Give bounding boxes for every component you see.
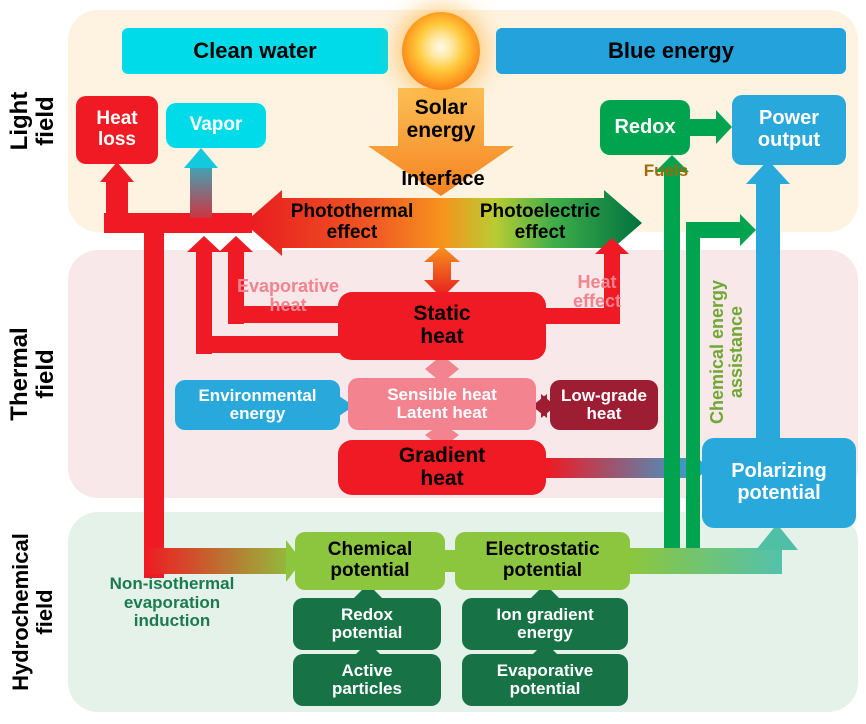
fuels-label: Fuels (643, 160, 689, 180)
ion-gradient-energy-box: Ion gradient energy (462, 598, 628, 650)
blue-energy-box: Blue energy (496, 28, 846, 74)
assistance-line-b-vertical (686, 222, 700, 548)
redox-power-arrow-shaft (690, 119, 718, 136)
bar-static-arrow-down (424, 280, 460, 298)
evaporative-heat-arrow2-horizontal (196, 336, 342, 353)
evaporative-potential-box: Evaporative potential (462, 654, 628, 706)
solar-energy-label: Solar energy (406, 96, 476, 142)
non-isothermal-line-horizontal (144, 548, 288, 574)
photothermal-effect-label: Photothermal effect (290, 201, 414, 243)
interface-effect-bar (244, 190, 642, 256)
static-sensible-arrow-up (425, 355, 459, 369)
chem-electro-connector (443, 550, 457, 572)
heat-effect-label: Heat effect (572, 271, 621, 311)
assistance-line-b-horizontal (686, 222, 742, 238)
evaporative-heat-arrow1-head (219, 236, 253, 252)
redoxpot-chem-arrow (352, 584, 384, 600)
redox-potential-box: Redox potential (293, 598, 441, 650)
electrostatic-potential-box: Electrostatic potential (455, 532, 630, 590)
env-sensible-arrow-head (336, 394, 354, 418)
gradient-polarizing-arrow-shaft (546, 458, 690, 478)
electro-polarizing-band (630, 548, 782, 574)
photoelectric-effect-label: Photoelectric effect (479, 201, 601, 243)
heat-loss-arrow-head (100, 162, 134, 182)
light-field-label: Light field (6, 91, 59, 151)
assistance-line-a (664, 168, 680, 548)
thermal-field-label: Thermal field (6, 327, 59, 421)
redox-box: Redox (600, 100, 690, 155)
red-bus-horizontal (104, 213, 252, 233)
heat-effect-arrow-horizontal (546, 308, 620, 324)
heat-effect-arrow-vertical (604, 252, 620, 324)
non-isothermal-label: Non-isothermal evaporation induction (109, 574, 235, 631)
active-particles-box: Active particles (293, 654, 441, 706)
non-isothermal-arrow-head (286, 540, 302, 582)
evaporative-heat-label: Evaporative heat (236, 275, 340, 315)
bar-static-arrow-up (424, 246, 460, 262)
solar-energy-arrow (368, 88, 514, 196)
heat-loss-box: Heat loss (76, 96, 158, 164)
hydrochemical-field-label: Hydrochemical field (8, 533, 57, 691)
sensible-latent-heat-box: Sensible heat Latent heat (348, 378, 536, 430)
bar-static-arrow-shaft (433, 258, 451, 286)
polarizing-power-arrow-shaft (756, 180, 780, 442)
lowgrade-sensible-arrow-right (541, 394, 556, 418)
static-sensible-arrow-down (425, 369, 459, 383)
evaporative-heat-arrow2-head (187, 236, 221, 252)
assistance-line-b-head (740, 214, 756, 246)
low-grade-heat-box: Low-grade heat (550, 380, 658, 430)
sun-icon (402, 12, 480, 90)
heat-loss-arrow-shaft (106, 178, 128, 218)
evaporative-heat-arrow1-horizontal (228, 306, 342, 323)
static-heat-box: Static heat (338, 292, 546, 360)
assistance-line-a-head (655, 155, 689, 172)
chemical-energy-assistance-label: Chemical energy assistance (706, 279, 746, 425)
vapor-arrow-shaft (190, 166, 212, 218)
electro-polarizing-head (756, 524, 798, 550)
vapor-arrow-head (184, 148, 218, 168)
environmental-energy-box: Environmental energy (175, 380, 340, 430)
iongrad-electro-arrow (529, 584, 561, 600)
heat-effect-arrow-head (595, 238, 629, 254)
gradient-heat-box: Gradient heat (338, 440, 546, 495)
non-isothermal-line-vertical (144, 226, 164, 578)
vapor-box: Vapor (166, 103, 266, 148)
chemical-potential-box: Chemical potential (295, 532, 445, 590)
evaporative-heat-arrow2-vertical (196, 250, 212, 354)
redox-power-arrow-head (716, 110, 732, 144)
clean-water-box: Clean water (122, 28, 388, 74)
evaporative-heat-arrow1-vertical (228, 250, 244, 324)
interface-label: Interface (401, 168, 485, 191)
polarizing-power-arrow-head (746, 160, 790, 184)
polarizing-potential-box: Polarizing potential (702, 438, 856, 528)
power-output-box: Power output (732, 95, 846, 165)
